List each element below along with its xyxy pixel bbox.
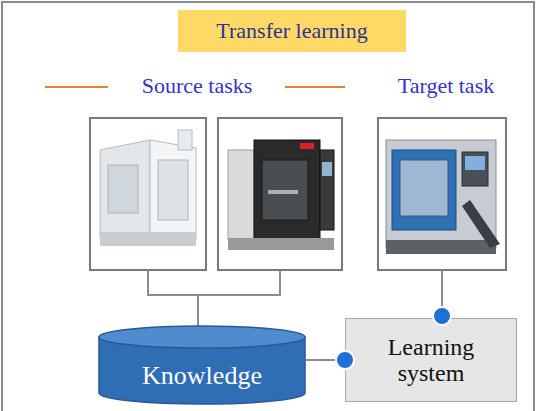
machine-picture [228, 140, 334, 250]
machine-picture [386, 140, 500, 254]
node-text: Transfer learning [216, 18, 367, 44]
text-holder: Knowledge [142, 361, 262, 391]
bracket-line [45, 86, 108, 88]
image-frame [218, 118, 342, 270]
image-frame [378, 118, 506, 270]
title-box: Transfer learning [178, 10, 406, 52]
merge-line [148, 270, 280, 330]
target-line [441, 270, 443, 312]
knowledge-cylinder: Knowledge [98, 325, 306, 405]
section-label: Target task [376, 73, 516, 99]
connector-line [306, 359, 345, 361]
bracket-line [285, 86, 345, 88]
connector [306, 360, 345, 361]
junction-dot [336, 351, 354, 369]
image-frame [90, 118, 206, 270]
text-holder: Transfer learning [216, 18, 367, 44]
node-text: Learning system [370, 334, 492, 387]
machine-picture [100, 130, 196, 246]
junction-dot [433, 307, 451, 325]
text-holder: Learning system [370, 334, 492, 387]
section-label: Source tasks [112, 73, 282, 99]
process-box: Learning system [345, 318, 517, 402]
node-text: Knowledge [142, 361, 262, 391]
